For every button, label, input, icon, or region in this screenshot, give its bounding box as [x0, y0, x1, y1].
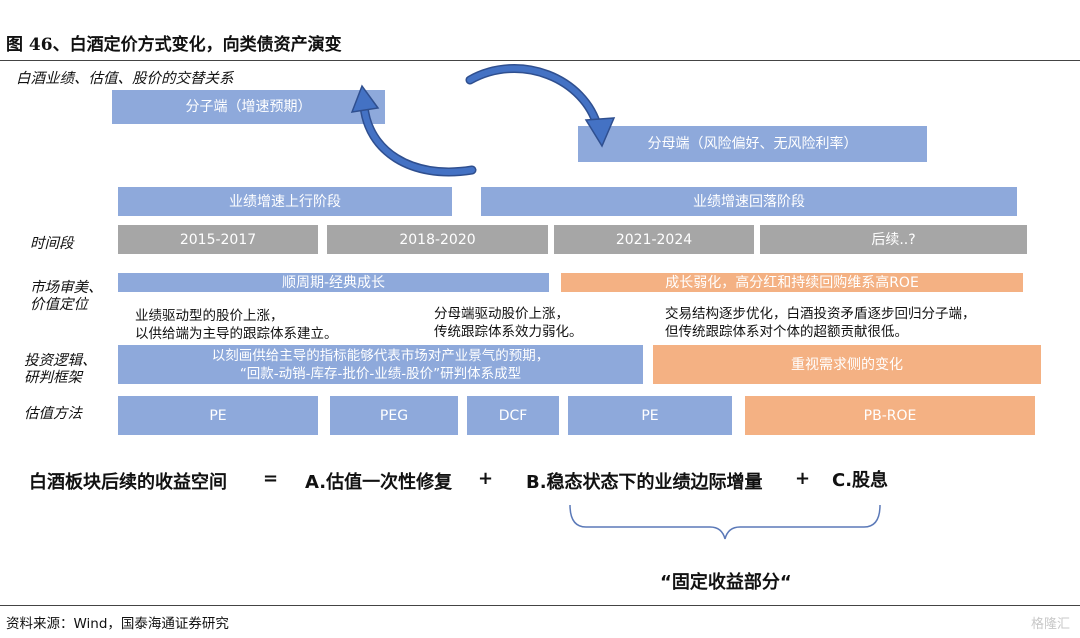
period-4: 后续..? [760, 225, 1027, 254]
phase-down-box: 业绩增速回落阶段 [481, 187, 1017, 216]
formula-term-a: A.估值一次性修复 [305, 472, 453, 493]
formula-plus-2: + [795, 468, 811, 489]
formula-plus-1: + [478, 468, 494, 489]
note-denominator-driven: 分母端驱动股价上涨， 传统跟踪体系效力弱化。 [434, 306, 583, 340]
label-valuation-method: 估值方法 [24, 406, 82, 422]
arrowhead-up-icon [350, 84, 380, 113]
market-weakening-box: 成长弱化，高分红和持续回购维系高ROE [561, 273, 1023, 292]
period-1: 2015-2017 [118, 225, 318, 254]
fixed-income-label: “固定收益部分“ [660, 572, 792, 593]
period-2: 2018-2020 [327, 225, 548, 254]
label-time-period: 时间段 [30, 236, 74, 252]
valuation-pb-roe: PB-ROE [745, 396, 1035, 435]
formula-lhs: 白酒板块后续的收益空间 [29, 472, 227, 493]
logic-supply-box: 以刻画供给主导的指标能够代表市场对产业景气的预期， “回款-动销-库存-批价-业… [118, 345, 643, 384]
numerator-box: 分子端（增速预期） [112, 90, 385, 124]
note-performance-driven: 业绩驱动型的股价上涨， 以供给端为主导的跟踪体系建立。 [135, 308, 338, 342]
formula-term-c: C.股息 [832, 470, 889, 491]
period-3: 2021-2024 [554, 225, 754, 254]
figure-title: 图 46、白酒定价方式变化，向类债资产演变 [6, 35, 342, 55]
valuation-pe-1: PE [118, 396, 318, 435]
curly-brace [569, 504, 881, 540]
formula-equals: = [263, 468, 279, 489]
arrowhead-down-icon [584, 117, 616, 148]
label-market-positioning: 市场审美、 价值定位 [30, 280, 103, 313]
denominator-box: 分母端（风险偏好、无风险利率） [578, 126, 927, 162]
logic-demand-box: 重视需求侧的变化 [653, 345, 1041, 384]
source-note: 资料来源：Wind，国泰海通证券研究 [6, 616, 229, 632]
label-relationship: 白酒业绩、估值、股价的交替关系 [16, 71, 234, 87]
market-cyclical-box: 顺周期-经典成长 [118, 273, 549, 292]
title-divider [0, 60, 1080, 61]
footer-divider [0, 605, 1080, 606]
arrow-to-numerator [359, 101, 477, 177]
watermark-logo: 格隆汇 [1030, 617, 1070, 632]
valuation-dcf: DCF [467, 396, 559, 435]
valuation-peg: PEG [330, 396, 458, 435]
label-investment-logic: 投资逻辑、 研判框架 [24, 353, 97, 386]
phase-up-box: 业绩增速上行阶段 [118, 187, 452, 216]
valuation-pe-2: PE [568, 396, 732, 435]
formula-term-b: B.稳态状态下的业绩边际增量 [526, 472, 763, 493]
note-structure-optimizing: 交易结构逐步优化，白酒投资矛盾逐步回归分子端， 但传统跟踪体系对个体的超额贡献很… [665, 306, 976, 340]
